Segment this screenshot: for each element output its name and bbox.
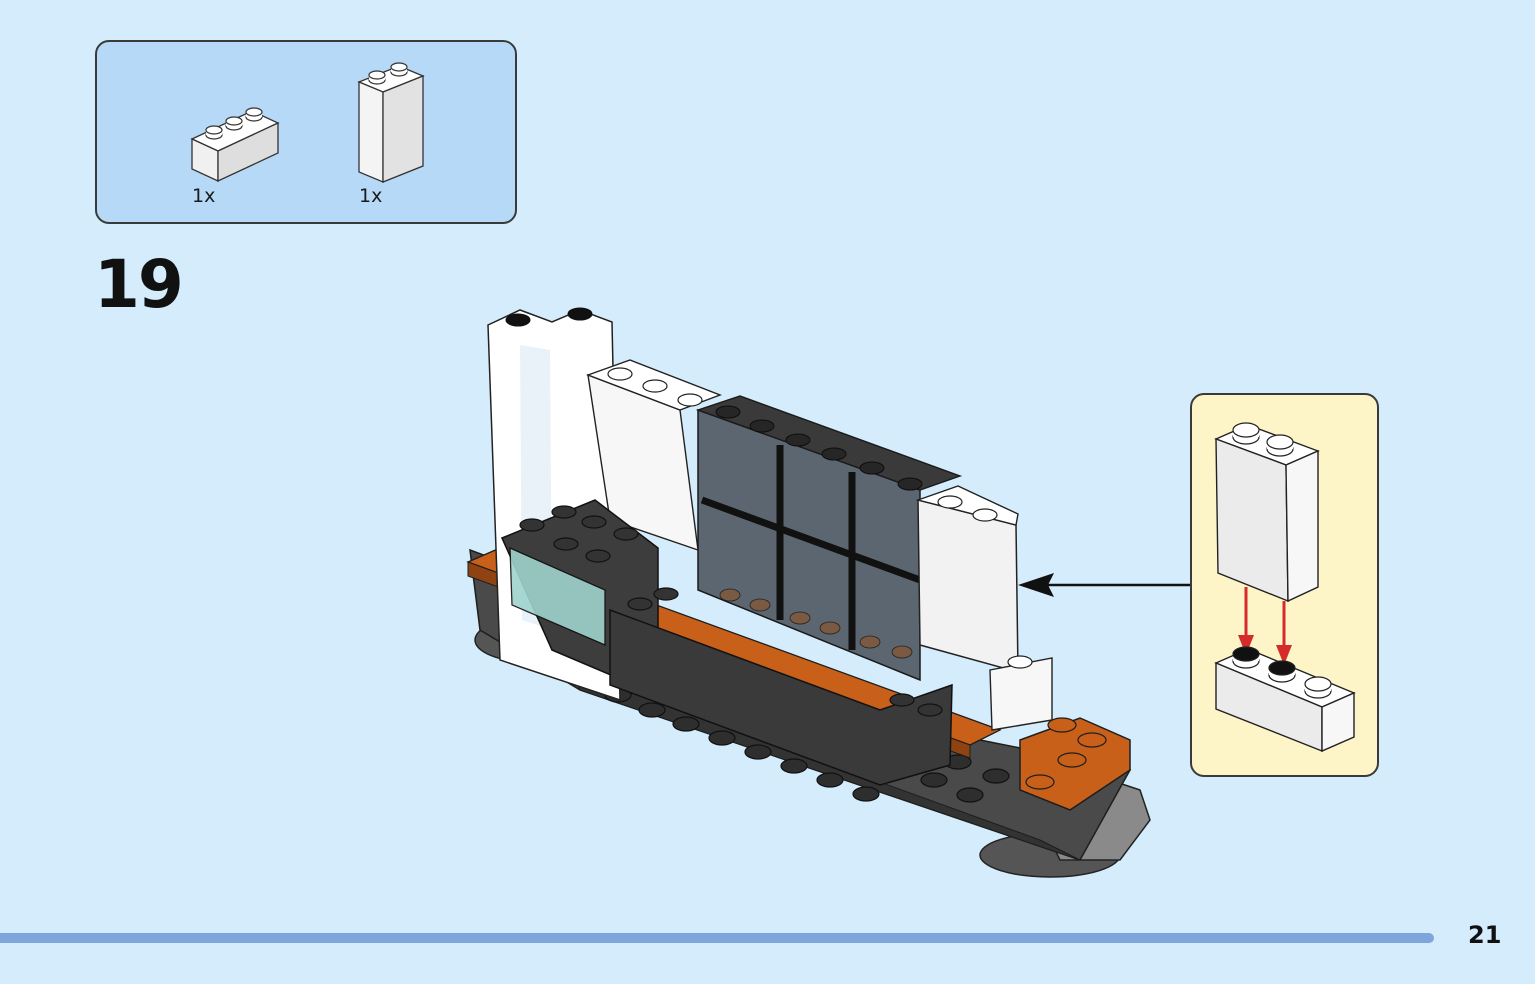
step-number: 19 — [94, 246, 184, 323]
part-qty: 1x — [359, 185, 383, 207]
sub-assembly-callout — [1190, 393, 1379, 777]
placement-arrow-icon — [1018, 573, 1194, 597]
brick-1x2x3-white-icon — [357, 62, 425, 183]
page-number: 21 — [1468, 921, 1502, 949]
train-car-model-illustration — [466, 307, 1151, 878]
parts-list-callout: 1x 1x — [95, 40, 517, 224]
part-qty: 1x — [192, 185, 216, 207]
page-progress-bar — [0, 933, 1434, 943]
sub-assembly-bricks-icon — [1214, 422, 1356, 753]
brick-1x3-white-icon — [190, 107, 280, 183]
